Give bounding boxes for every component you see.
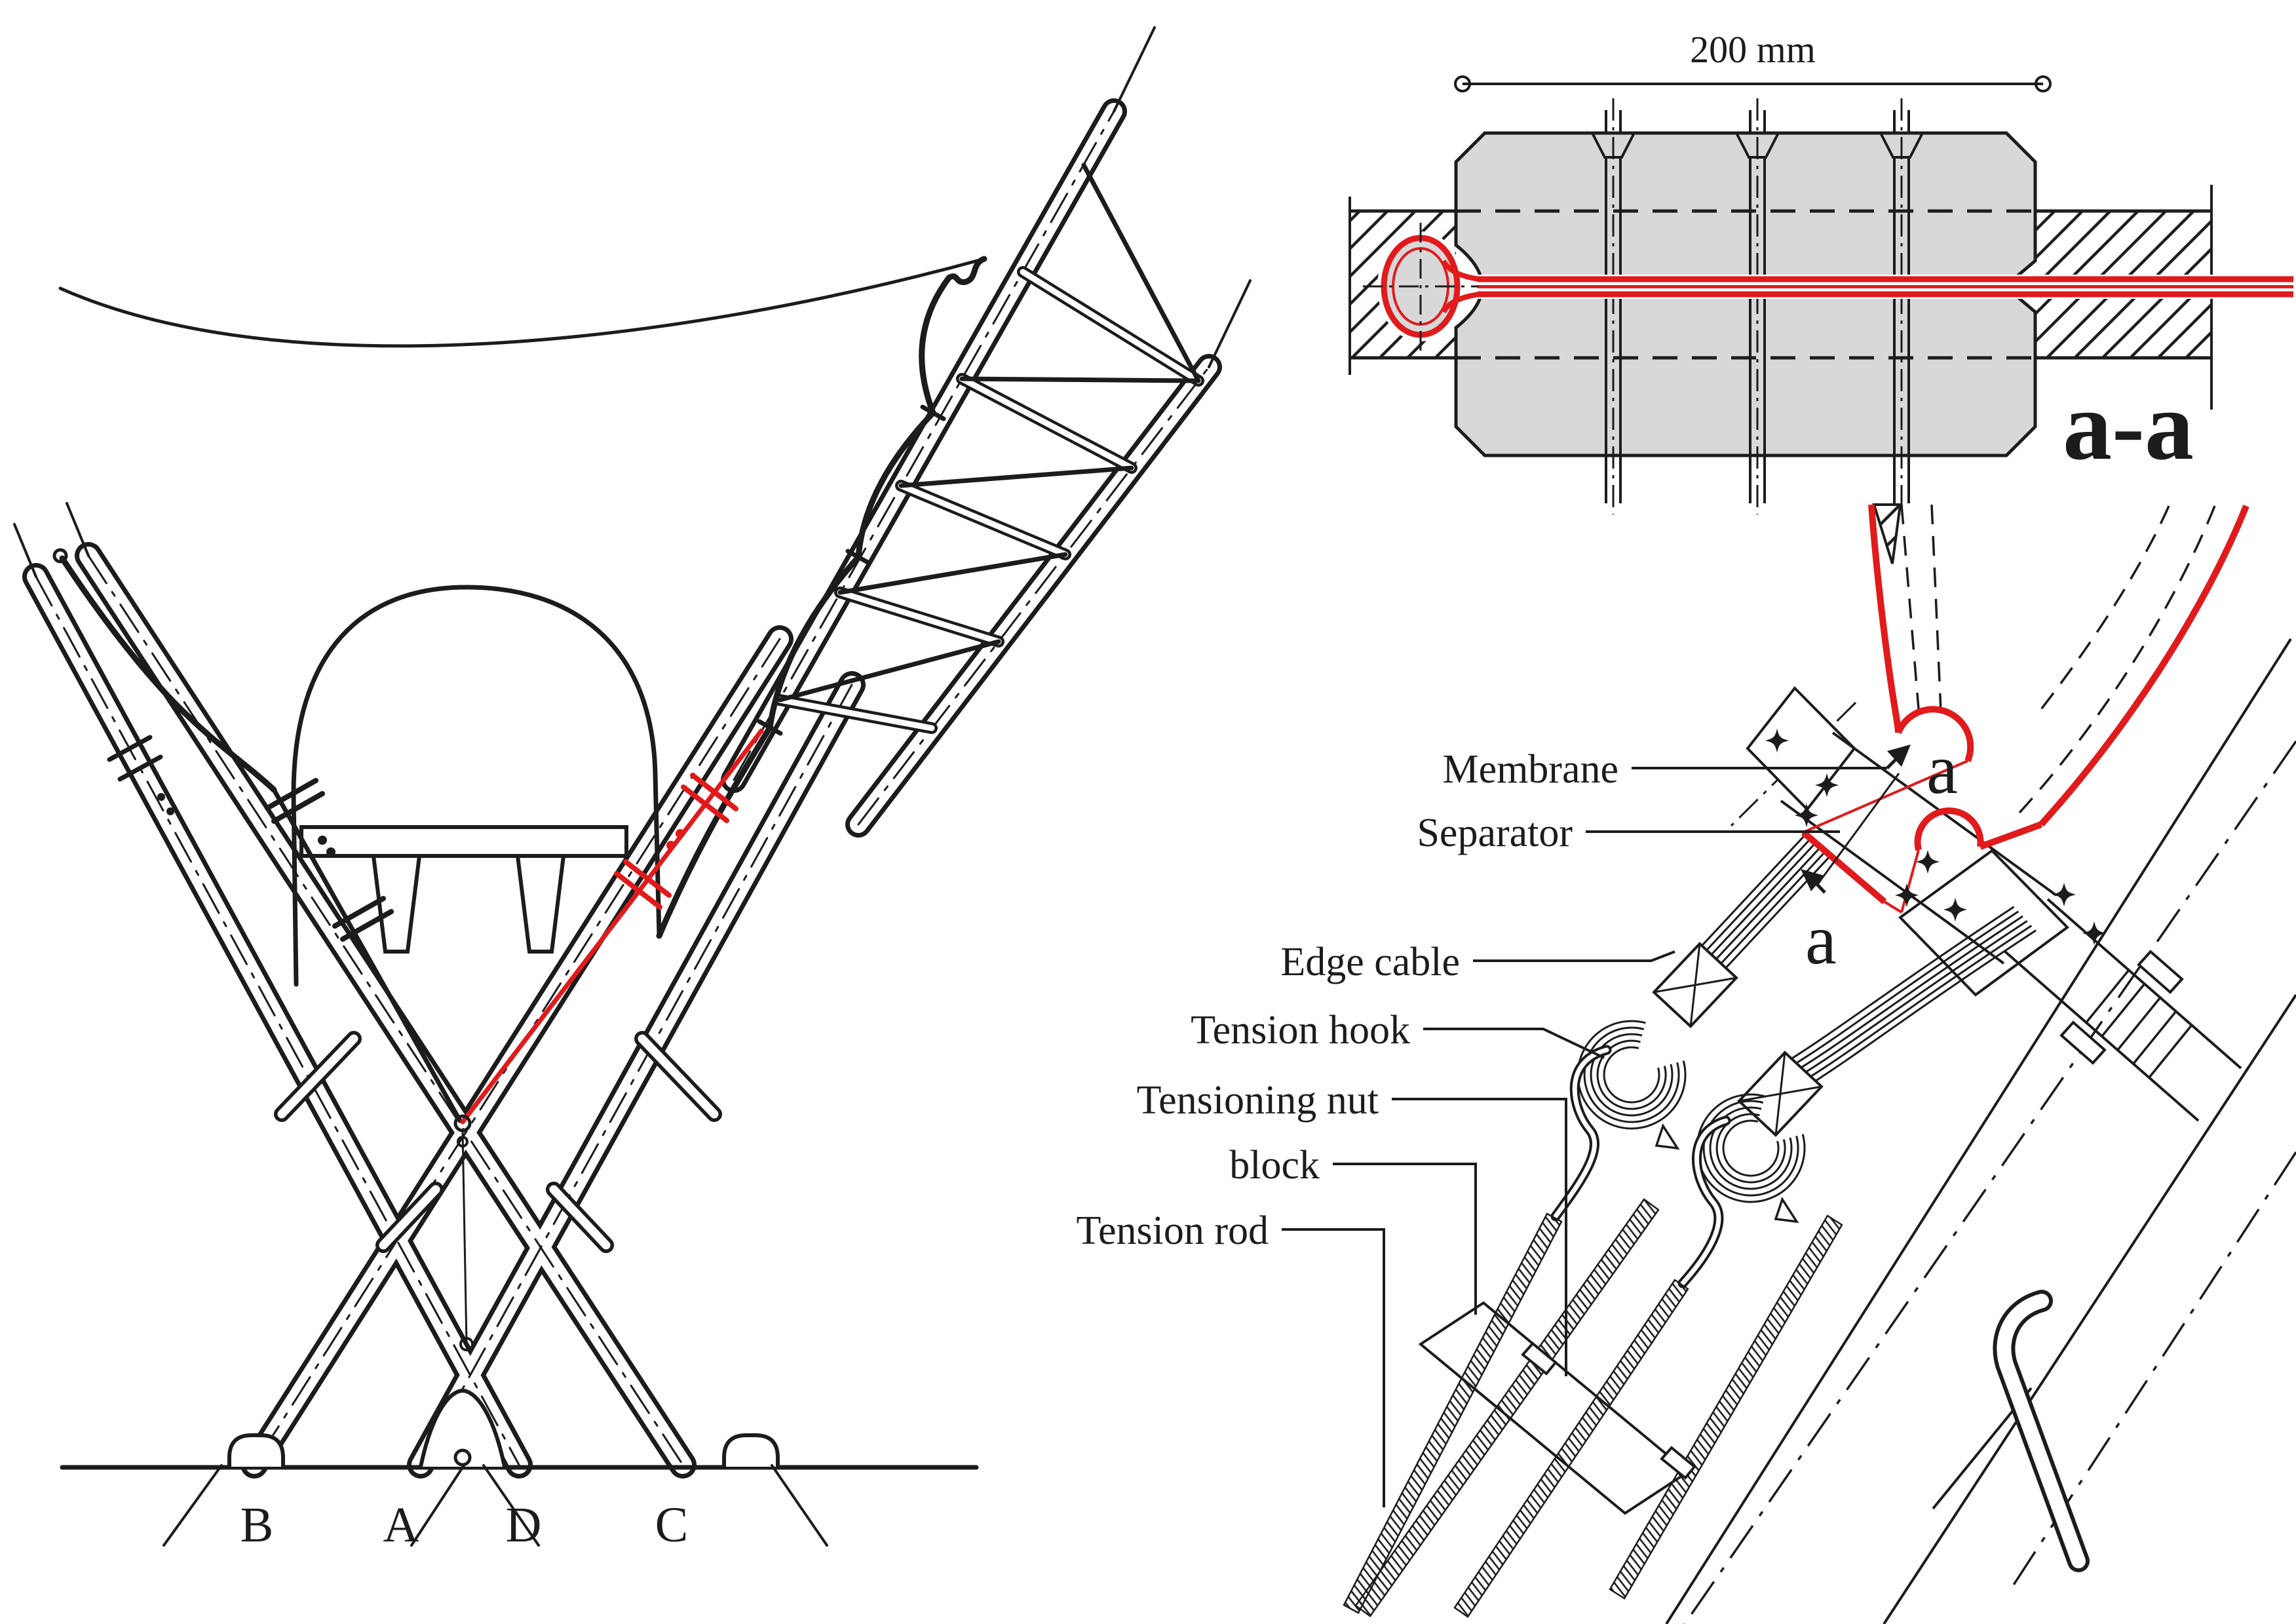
v-struts — [13, 502, 866, 1479]
label-membrane: Membrane — [1442, 747, 1618, 792]
strut-braces — [274, 1031, 722, 1253]
edge-cable-bundle-1 — [1577, 833, 1831, 1150]
section-cut-markers: a a — [1801, 731, 1958, 979]
left-tie-assembly — [52, 548, 463, 1123]
tension-rods — [1343, 1198, 1843, 1618]
label-separator: Separator — [1417, 811, 1573, 855]
label-tension-rod: Tension rod — [1076, 1208, 1269, 1253]
detail-leaders — [1282, 767, 1887, 1507]
footing-label-d: D — [506, 1498, 542, 1553]
elevation-drawing: B A D C — [13, 26, 1252, 1553]
label-edge-cable: Edge cable — [1280, 940, 1460, 984]
dimension-200mm: 200 mm — [1454, 28, 2052, 92]
section-title: a-a — [2063, 372, 2194, 480]
footing-label-b: B — [240, 1498, 274, 1553]
deck-section — [299, 825, 628, 954]
edge-cable-bundle-2 — [1696, 906, 2037, 1224]
red-tie-assembly — [460, 728, 764, 1125]
footing-labels: B A D C — [240, 1498, 689, 1553]
membrane-edge-scallops — [656, 256, 987, 939]
detail-strut-lines — [1665, 638, 2296, 1624]
clamp-bolts — [1591, 98, 1924, 514]
tension-hook-2 — [1677, 1115, 1731, 1288]
detail-labels: Membrane Separator Edge cable Tension ho… — [1076, 747, 1618, 1253]
membrane-red — [1801, 504, 2249, 914]
catenary-cable — [58, 257, 986, 348]
section-aa-drawing: 200 mm — [1349, 28, 2296, 514]
lattice-truss — [721, 26, 1252, 838]
tension-hook-1 — [1550, 1045, 1612, 1222]
footing-label-c: C — [655, 1498, 689, 1553]
keder-cable-section — [1363, 223, 2296, 351]
label-block: block — [1229, 1143, 1320, 1188]
cut-marker-lower: a — [1805, 901, 1837, 979]
dimension-label: 200 mm — [1690, 28, 1816, 71]
membrane-hidden-edges — [1900, 504, 2216, 814]
label-tension-hook: Tension hook — [1191, 1008, 1410, 1053]
label-tensioning-nut: Tensioning nut — [1137, 1078, 1379, 1123]
ground-and-footings — [60, 1388, 979, 1547]
connection-detail-drawing: a a Membrane Separator Edge cable Tensio… — [1076, 503, 2296, 1624]
clamp-plates — [1746, 503, 2242, 1122]
cut-marker-upper: a — [1926, 731, 1958, 809]
tensioning-nuts — [1521, 1342, 1696, 1480]
footing-label-a: A — [383, 1498, 419, 1553]
apex-pin — [453, 1114, 474, 1351]
tunnel-profile — [291, 585, 662, 987]
